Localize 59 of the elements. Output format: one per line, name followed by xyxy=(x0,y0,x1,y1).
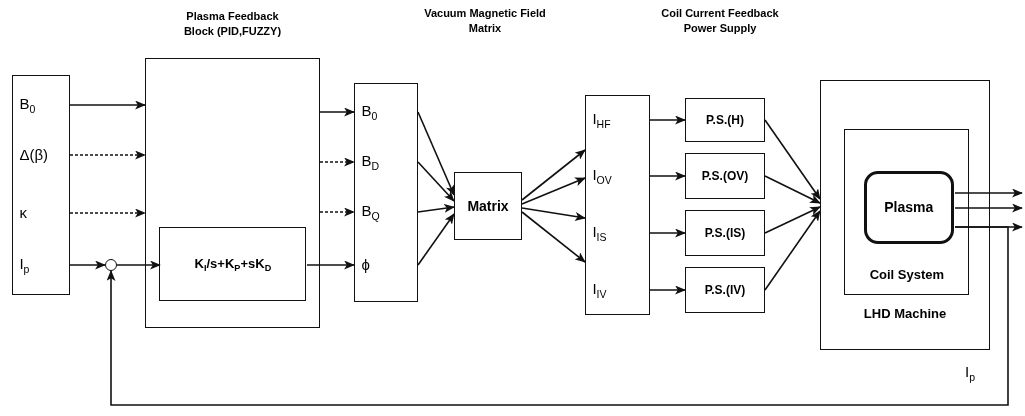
arrow xyxy=(521,211,586,263)
summing-junction xyxy=(105,259,117,271)
arrow xyxy=(417,111,455,196)
signal-label: I$_{p}$ xyxy=(11,249,70,280)
signal-label: Δ(β) xyxy=(11,139,70,170)
arrow xyxy=(649,115,686,125)
signal-label: B$_{0}$ xyxy=(353,96,418,127)
arrow xyxy=(764,175,821,204)
signal-label: κ xyxy=(11,197,70,228)
arrow xyxy=(69,100,146,110)
power-supply-box: P.S.(H) xyxy=(685,98,765,142)
signal-label: I$_{IV}$ xyxy=(584,274,650,305)
arrow xyxy=(417,203,455,213)
block-title: Coil System xyxy=(868,267,946,283)
block-title: LHD Machine xyxy=(862,306,948,321)
transfer-function-box: K$_{I}$/s+K$_{P}$+sK$_{D}$ xyxy=(159,227,307,302)
arrow xyxy=(319,207,355,217)
signal-label: B$_{D}$ xyxy=(353,146,418,177)
signal-label: I$_{p}$ xyxy=(964,362,976,384)
signal-label: ϕ xyxy=(353,249,418,280)
arrow xyxy=(954,188,1023,198)
section-heading: Coil Current Feedback Power Supply xyxy=(660,6,780,36)
arrow xyxy=(764,206,821,234)
power-supply-box: P.S.(IS) xyxy=(685,210,765,256)
arrow xyxy=(417,213,455,266)
signal-label: B$_{0}$ xyxy=(11,89,70,120)
matrix-box: Matrix xyxy=(454,172,522,240)
arrow xyxy=(319,157,355,167)
block-diagram-box xyxy=(12,75,70,295)
plasma-box: Plasma xyxy=(863,170,954,244)
arrow xyxy=(319,107,355,117)
power-supply-box: P.S.(IV) xyxy=(685,267,765,313)
arrow xyxy=(106,226,1009,406)
arrow xyxy=(649,228,686,238)
arrow xyxy=(116,260,161,270)
arrow xyxy=(649,285,686,295)
arrow xyxy=(306,260,355,270)
arrow xyxy=(69,150,146,160)
arrow xyxy=(69,260,106,270)
arrow xyxy=(69,208,146,218)
power-supply-box: P.S.(OV) xyxy=(685,153,765,199)
block-diagram-box xyxy=(354,83,418,302)
arrow xyxy=(417,161,455,202)
signal-label: I$_{IS}$ xyxy=(584,217,650,248)
section-heading: Vacuum Magnetic Field Matrix xyxy=(423,6,547,36)
signal-label: B$_{Q}$ xyxy=(353,196,418,227)
arrow xyxy=(649,171,686,181)
arrow xyxy=(521,149,586,201)
system-box xyxy=(844,129,970,296)
arrow xyxy=(521,207,586,221)
signal-label: I$_{OV}$ xyxy=(584,160,650,191)
system-box xyxy=(820,80,990,350)
signal-label: I$_{HF}$ xyxy=(584,104,650,135)
block-diagram-box xyxy=(585,95,650,315)
block-title: Plasma Feedback Block (PID,FUZZY) xyxy=(182,9,283,39)
arrow xyxy=(764,210,821,291)
arrow xyxy=(764,119,821,200)
arrow xyxy=(954,203,1023,213)
arrow xyxy=(521,177,586,205)
